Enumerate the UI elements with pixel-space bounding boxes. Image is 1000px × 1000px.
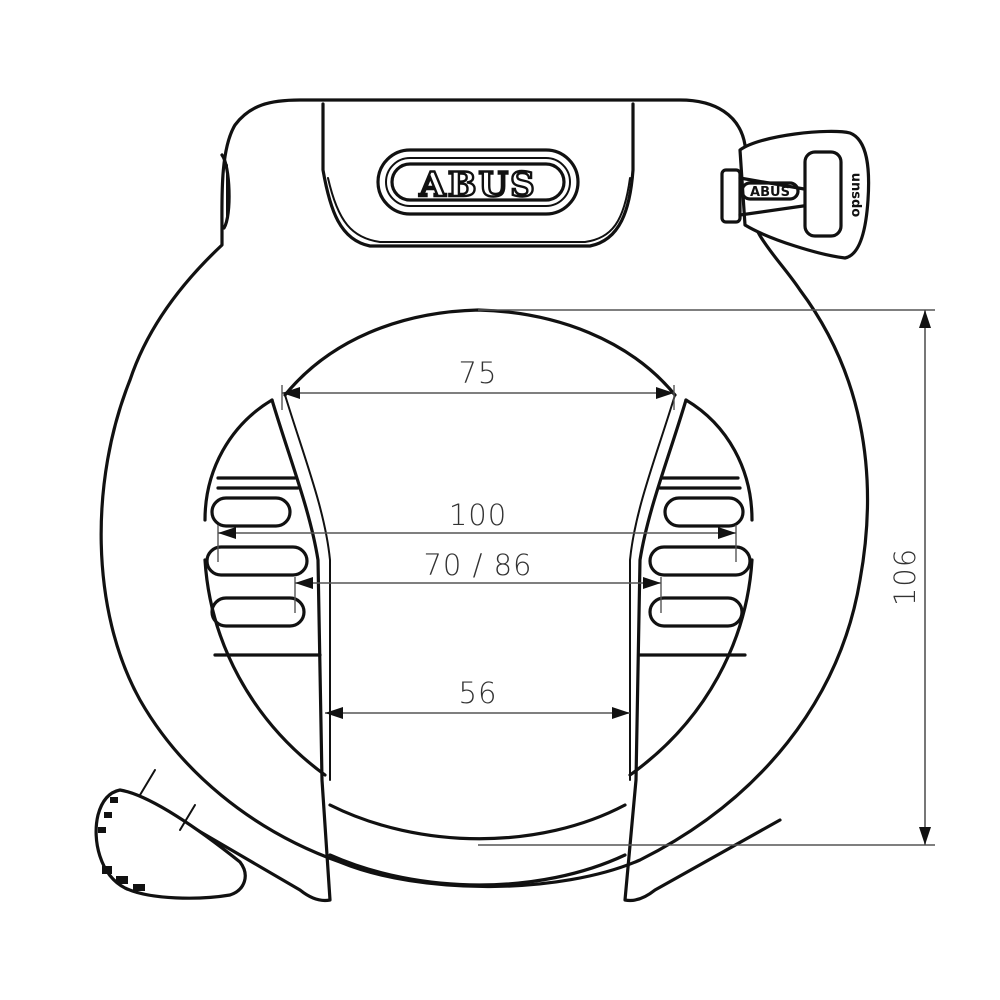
dimension-label-56: 56	[459, 676, 498, 710]
mounting-brackets	[178, 394, 782, 903]
dimension-outer-width: 100	[217, 498, 737, 562]
abus-logo: ABUS	[418, 165, 536, 205]
dimension-label-70-86: 70 / 86	[423, 548, 532, 582]
key-side-text: unsdo	[848, 173, 863, 218]
dimension-tyre-clearance: 70 / 86	[294, 548, 662, 613]
key[interactable]: ABUS unsdo	[720, 129, 871, 260]
logo-plate: ABUS	[321, 102, 635, 248]
lock-body	[99, 98, 870, 889]
dimension-top-opening: 75	[281, 356, 675, 410]
dimension-label-100: 100	[449, 498, 507, 532]
dimension-label-75: 75	[459, 356, 498, 390]
release-lever[interactable]	[94, 769, 247, 900]
dimension-height: 106	[478, 309, 935, 846]
dimension-label-106: 106	[888, 548, 922, 606]
dimension-bottom-opening: 56	[325, 676, 630, 719]
slot-holes	[205, 496, 752, 628]
key-engraving: ABUS	[750, 185, 790, 200]
